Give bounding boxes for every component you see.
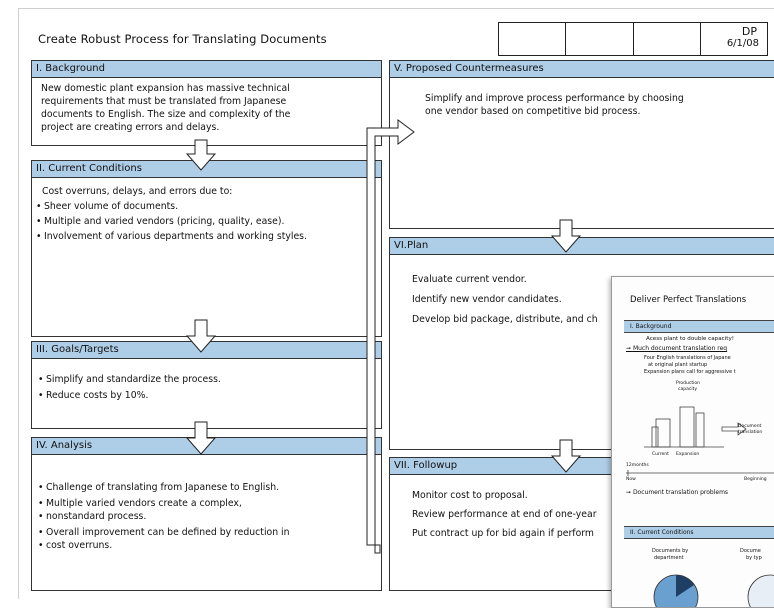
inset-line: ➞ Much document translation req <box>626 345 727 352</box>
background-line: project are creating errors and delays. <box>41 122 220 133</box>
inset-chart-label: Document <box>738 424 762 429</box>
inset-line: Four English translations of Japane <box>644 355 731 361</box>
down-arrow-icon <box>550 219 582 253</box>
followup-line: Monitor cost to proposal. <box>412 490 528 501</box>
countermeasures-text: Simplify and improve process performance… <box>425 92 684 118</box>
report-title: Create Robust Process for Translating Do… <box>38 32 327 46</box>
current-conditions-box: II. Current Conditions Cost overruns, de… <box>31 160 382 337</box>
background-heading: I. Background <box>32 61 381 78</box>
arrow-right-icon: ➞ <box>626 345 633 352</box>
followup-text: Monitor cost to proposal. Review perform… <box>412 486 597 543</box>
inset-line-text: Document translation problems <box>632 489 729 496</box>
background-line: requirements that must be translated fro… <box>41 96 287 107</box>
down-arrow-icon <box>550 439 582 473</box>
header-cell <box>634 23 701 55</box>
inset-line-text: Much document translation req <box>632 345 728 352</box>
background-text: New domestic plant expansion has massive… <box>41 82 290 134</box>
inset-pie-charts <box>653 574 774 607</box>
analysis-bullet: Challenge of translating from Japanese t… <box>38 481 290 494</box>
inset-report-page: Deliver Perfect Translations I. Backgrou… <box>611 276 774 608</box>
plan-text: Evaluate current vendor. Identify new ve… <box>412 270 598 330</box>
header-cell <box>566 23 634 55</box>
down-arrow-icon <box>185 421 217 455</box>
down-arrow-icon <box>185 319 217 353</box>
inset-chart-label: by typ <box>746 555 762 561</box>
plan-heading: VI.Plan <box>390 238 774 255</box>
countermeasures-line: Simplify and improve process performance… <box>425 93 684 104</box>
inset-chart-label: Production <box>676 381 700 386</box>
down-arrow-icon <box>185 139 217 171</box>
inset-current-heading: II. Current Conditions <box>624 526 774 539</box>
current-conditions-bullet: Involvement of various departments and w… <box>36 230 307 243</box>
inset-line: ➞ Document translation problems <box>626 489 728 496</box>
current-conditions-text: Cost overruns, delays, and errors due to… <box>36 185 307 243</box>
inset-capacity-diagram <box>644 406 747 448</box>
plan-line: Evaluate current vendor. <box>412 274 527 285</box>
countermeasures-heading: V. Proposed Countermeasures <box>390 61 774 78</box>
followup-line: Put contract up for bid again if perform <box>412 528 594 539</box>
countermeasures-box: V. Proposed Countermeasures Simplify and… <box>389 60 774 229</box>
inset-line: Acess plant to double capacity! <box>646 336 734 342</box>
current-conditions-bullet: Multiple and varied vendors (pricing, qu… <box>36 215 307 228</box>
inset-title: Deliver Perfect Translations <box>630 295 747 305</box>
header-cell <box>499 23 567 55</box>
inset-chart-label: capacity <box>678 387 697 392</box>
analysis-bullet: Overall improvement can be defined by re… <box>38 526 290 539</box>
inset-chart-label: department <box>654 555 684 561</box>
analysis-bullet-cont: nonstandard process. <box>38 510 290 523</box>
background-line: New domestic plant expansion has massive… <box>41 83 290 94</box>
inset-chart-label: Docume <box>740 548 761 554</box>
goals-bullet: Reduce costs by 10%. <box>38 389 221 402</box>
dp-label: DP <box>741 25 757 38</box>
current-conditions-intro: Cost overruns, delays, and errors due to… <box>42 186 233 197</box>
inset-chart-label: Now <box>626 477 636 482</box>
inset-chart-label: Current <box>652 452 669 457</box>
plan-line: Develop bid package, distribute, and ch <box>412 314 598 325</box>
inset-line: Expansion plans call for aggressive t <box>644 369 736 375</box>
inset-chart-label: Expansion <box>676 452 700 457</box>
arrow-right-icon: ➞ <box>626 489 633 496</box>
plan-line: Identify new vendor candidates. <box>412 294 562 305</box>
goals-heading: III. Goals/Targets <box>32 342 381 359</box>
inset-chart-label: 12months <box>626 463 649 468</box>
inset-chart-label: Documents by <box>652 548 689 554</box>
inset-timeline <box>626 470 774 476</box>
countermeasures-line: one vendor based on competitive bid proc… <box>425 106 641 117</box>
inset-background-heading: I. Background <box>624 320 774 333</box>
dp-date: 6/1/08 <box>726 38 759 49</box>
connector-arrow-icon <box>366 119 415 554</box>
current-conditions-heading: II. Current Conditions <box>32 161 381 178</box>
followup-line: Review performance at end of one-year <box>412 509 597 520</box>
inset-chart-label: translation <box>738 430 763 435</box>
analysis-bullet: Multiple varied vendors create a complex… <box>38 497 290 510</box>
header-grid: DP 6/1/08 <box>498 22 768 56</box>
current-conditions-bullet: Sheer volume of documents. <box>36 200 307 213</box>
inset-line: at original plant startup <box>648 362 708 368</box>
background-line: documents to English. The size and compl… <box>41 109 291 120</box>
goals-bullet: Simplify and standardize the process. <box>38 373 221 386</box>
inset-chart-label: Beginning <box>744 477 767 482</box>
header-cell-dp: DP 6/1/08 <box>701 23 767 55</box>
analysis-bullet-cont: cost overruns. <box>38 539 290 552</box>
